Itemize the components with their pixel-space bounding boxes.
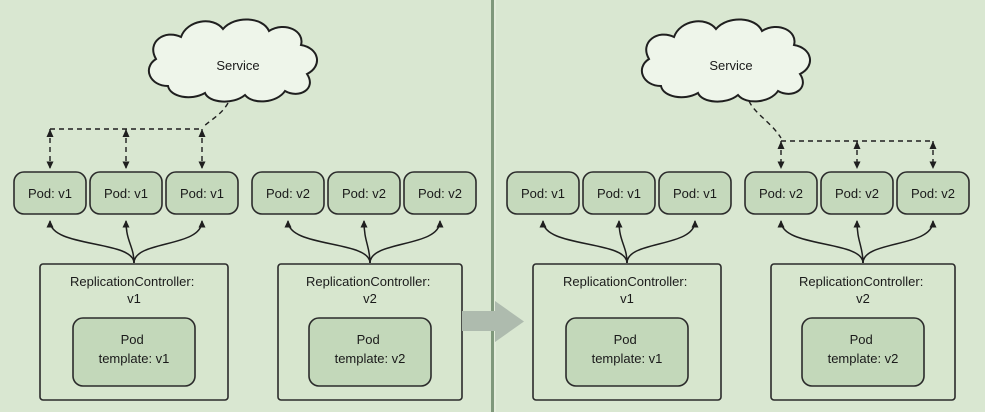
pod-template-box bbox=[565, 317, 689, 387]
rc-pod-link bbox=[46, 220, 135, 264]
pod-box bbox=[506, 171, 580, 215]
up-arrowhead-icon bbox=[122, 129, 130, 137]
service-cloud bbox=[147, 18, 318, 103]
pod-label: Pod: v1 bbox=[673, 186, 717, 201]
pod-template-label: Pod template: v2 bbox=[828, 332, 899, 366]
replication-controller-title: ReplicationController: v2 bbox=[799, 274, 927, 306]
pod-label: Pod: v1 bbox=[180, 186, 224, 201]
pod-label: Pod: v2 bbox=[266, 186, 310, 201]
pod-box bbox=[251, 171, 325, 215]
pod-template-box bbox=[72, 317, 196, 387]
pod-label: Pod: v2 bbox=[418, 186, 462, 201]
service-cloud bbox=[640, 18, 811, 103]
rc-pod-link bbox=[626, 220, 699, 264]
service-link-stem bbox=[202, 102, 229, 128]
pod-template-box bbox=[308, 317, 432, 387]
service-label: Service bbox=[216, 58, 259, 73]
right-panel: Service Pod: v1 Pod: v1 Pod: v1 Pod: v2 … bbox=[506, 18, 970, 401]
service-label: Service bbox=[709, 58, 752, 73]
up-arrowhead-icon bbox=[46, 129, 54, 137]
pod-box bbox=[403, 171, 477, 215]
rc-pod-link bbox=[853, 220, 864, 264]
pod-label: Pod: v1 bbox=[28, 186, 72, 201]
pod-box bbox=[658, 171, 732, 215]
transition-arrow-icon bbox=[462, 301, 524, 342]
service-link-stem bbox=[748, 100, 782, 139]
up-arrowhead-icon bbox=[929, 141, 937, 149]
pod-label: Pod: v2 bbox=[835, 186, 879, 201]
replication-controller-title: ReplicationController: v1 bbox=[70, 274, 198, 306]
rc-pod-link bbox=[615, 220, 628, 264]
replication-controller-title: ReplicationController: v2 bbox=[306, 274, 434, 306]
pod-label: Pod: v1 bbox=[104, 186, 148, 201]
pod-box bbox=[89, 171, 163, 215]
rc-pod-link bbox=[360, 220, 371, 264]
rc-pod-link bbox=[133, 220, 206, 264]
up-arrowhead-icon bbox=[198, 129, 206, 137]
pod-box bbox=[582, 171, 656, 215]
pod-label: Pod: v1 bbox=[597, 186, 641, 201]
pod-box bbox=[13, 171, 87, 215]
up-arrowhead-icon bbox=[853, 141, 861, 149]
pod-template-label: Pod template: v1 bbox=[592, 332, 663, 366]
pod-label: Pod: v2 bbox=[759, 186, 803, 201]
rc-pod-link bbox=[862, 220, 937, 264]
up-arrowhead-icon bbox=[777, 141, 785, 149]
pod-box bbox=[820, 171, 894, 215]
rc-pod-link bbox=[777, 220, 864, 264]
rc-pod-link bbox=[284, 220, 371, 264]
rc-pod-link bbox=[539, 220, 628, 264]
pod-template-label: Pod template: v2 bbox=[335, 332, 406, 366]
pod-box bbox=[327, 171, 401, 215]
rc-pod-link bbox=[122, 220, 135, 264]
pod-box bbox=[165, 171, 239, 215]
pod-box bbox=[744, 171, 818, 215]
pod-label: Pod: v2 bbox=[911, 186, 955, 201]
pod-template-box bbox=[801, 317, 925, 387]
pod-label: Pod: v2 bbox=[342, 186, 386, 201]
left-panel: Service Pod: v1 Pod: v1 Pod: v1 Pod: v2 … bbox=[13, 18, 477, 401]
replication-controller-title: ReplicationController: v1 bbox=[563, 274, 691, 306]
rc-pod-link bbox=[369, 220, 444, 264]
pod-template-label: Pod template: v1 bbox=[99, 332, 170, 366]
pod-label: Pod: v1 bbox=[521, 186, 565, 201]
pod-box bbox=[896, 171, 970, 215]
